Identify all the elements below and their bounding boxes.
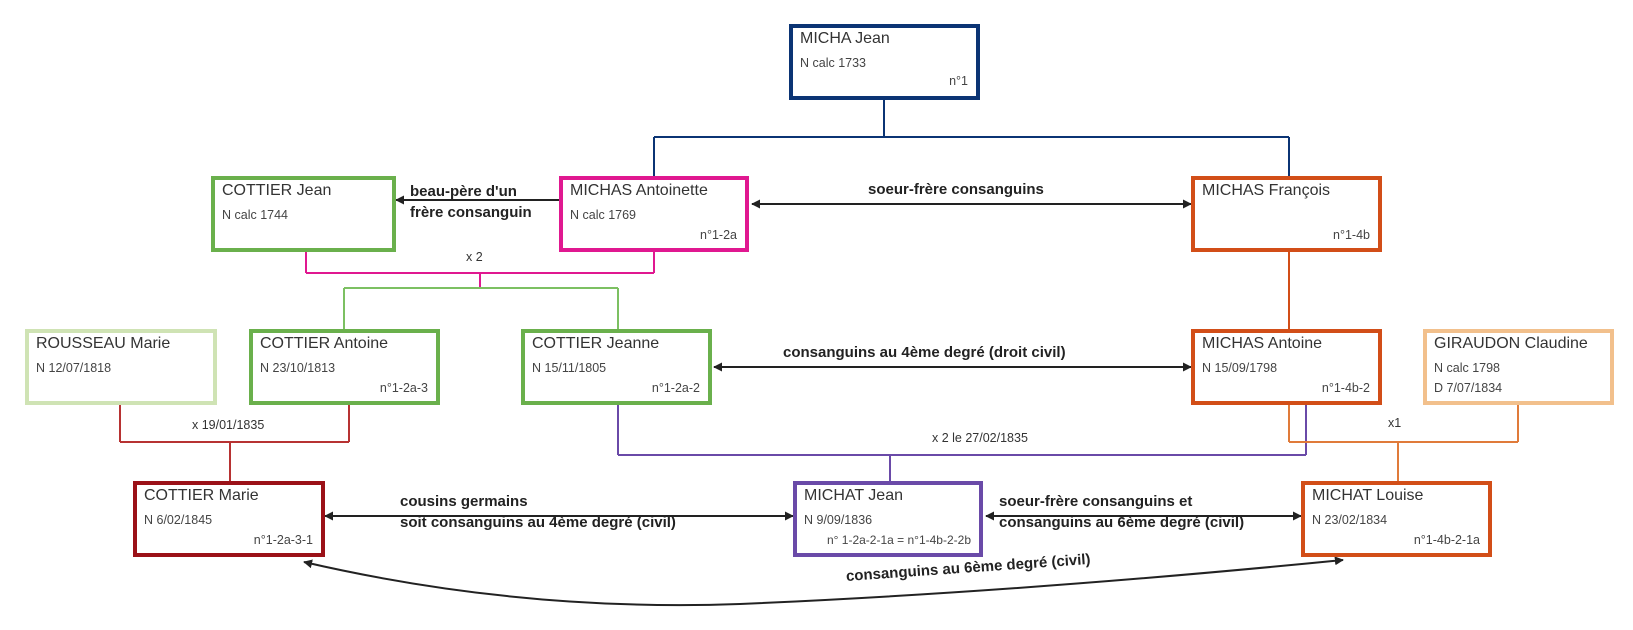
person-ref: n° 1-2a-2-1a = n°1-4b-2-2b (826, 533, 971, 547)
person-name: MICHAS François (1202, 182, 1331, 199)
person-michas-antoine: MICHAS Antoine N 15/09/1798 n°1-4b-2 (1191, 329, 1382, 405)
person-birth: N calc 1798 (1434, 361, 1501, 375)
person-birth: N 23/10/1813 (260, 361, 336, 375)
person-birth: N calc 1744 (222, 208, 289, 222)
marriage-label-antoine-giraudon: x1 (1388, 416, 1402, 430)
person-michas-francois: MICHAS François n°1-4b (1191, 176, 1382, 252)
relation-label-soeur-frere-6: soeur-frère consanguins et consanguins a… (999, 491, 1244, 533)
person-name: COTTIER Marie (144, 487, 259, 504)
person-birth: N 23/02/1834 (1312, 513, 1388, 527)
marriage-label-x2-cottier-michas: x 2 (466, 250, 483, 264)
connector-cottier-children (343, 287, 619, 329)
person-name: COTTIER Antoine (260, 335, 389, 352)
person-birth: N 9/09/1836 (804, 513, 873, 527)
person-cottier-jean: COTTIER Jean N calc 1744 (211, 176, 396, 252)
person-ref: n°1-4b-2-1a (1413, 533, 1480, 547)
person-ref: n°1-4b (1333, 228, 1370, 242)
person-ref: n°1-2a-3-1 (253, 533, 313, 547)
relation-label-line: consanguins au 6ème degré (civil) (999, 514, 1245, 531)
person-cottier-marie: COTTIER Marie N 6/02/1845 n°1-2a-3-1 (133, 481, 325, 557)
relation-label-line: cousins germains (400, 493, 528, 510)
person-name: MICHAS Antoine (1202, 335, 1323, 352)
connector-cottier-michas-marriage (305, 252, 655, 288)
person-name: COTTIER Jeanne (532, 335, 660, 352)
person-michat-louise: MICHAT Louise N 23/02/1834 n°1-4b-2-1a (1301, 481, 1492, 557)
person-name: COTTIER Jean (222, 182, 332, 199)
relation-label-soeur-frere: soeur-frère consanguins (868, 181, 1044, 198)
person-ref: n°1-2a-2 (651, 381, 700, 395)
relation-label-beau-pere: beau-père d'un frère consanguin (410, 181, 532, 223)
person-death: D 7/07/1834 (1434, 381, 1503, 395)
connector-rousseau-cottier-marriage (119, 405, 350, 481)
marriage-label-rousseau-cottier: x 19/01/1835 (192, 418, 265, 432)
person-name: GIRAUDON Claudine (1434, 335, 1588, 352)
person-micha-jean: MICHA Jean N calc 1733 n°1 (789, 24, 980, 100)
relation-label-line: frère consanguin (410, 204, 532, 221)
person-michat-jean: MICHAT Jean N 9/09/1836 n° 1-2a-2-1a = n… (793, 481, 983, 557)
arrow-consanguins-6 (303, 556, 1344, 607)
connector-micha-children (653, 100, 1290, 176)
person-rousseau-marie: ROUSSEAU Marie N 12/07/1818 (25, 329, 217, 405)
person-giraudon-claudine: GIRAUDON Claudine N calc 1798 D 7/07/183… (1423, 329, 1614, 405)
person-birth: N 6/02/1845 (144, 513, 213, 527)
person-ref: n°1-2a (700, 228, 737, 242)
relation-label-line: soeur-frère consanguins et (999, 493, 1193, 510)
person-birth: N calc 1769 (570, 208, 637, 222)
person-name: MICHAT Louise (1312, 487, 1424, 504)
person-michas-antoinette: MICHAS Antoinette N calc 1769 n°1-2a (559, 176, 749, 252)
person-name: ROUSSEAU Marie (36, 335, 171, 352)
person-name: MICHA Jean (800, 30, 890, 47)
connector-jeanne-antoine-marriage (617, 405, 1307, 481)
person-ref: n°1-2a-3 (379, 381, 428, 395)
person-name: MICHAT Jean (804, 487, 903, 504)
person-birth: N 15/11/1805 (532, 361, 607, 375)
relation-label-cousins: cousins germains soit consanguins au 4èm… (400, 491, 676, 533)
person-birth: N calc 1733 (800, 56, 867, 70)
person-name: MICHAS Antoinette (570, 182, 708, 199)
person-cottier-jeanne: COTTIER Jeanne N 15/11/1805 n°1-2a-2 (521, 329, 712, 405)
person-birth: N 12/07/1818 (36, 361, 112, 375)
marriage-label-jeanne-antoine: x 2 le 27/02/1835 (932, 431, 1028, 445)
person-birth: N 15/09/1798 (1202, 361, 1278, 375)
person-cottier-antoine: COTTIER Antoine N 23/10/1813 n°1-2a-3 (249, 329, 440, 405)
connector-antoine-giraudon-marriage (1288, 405, 1519, 481)
person-ref: n°1 (949, 74, 968, 88)
relation-label-consanguins-4: consanguins au 4ème degré (droit civil) (783, 344, 1066, 361)
relation-label-line: soit consanguins au 4ème degré (civil) (400, 514, 676, 531)
person-ref: n°1-4b-2 (1321, 381, 1370, 395)
relation-label-line: beau-père d'un (410, 183, 517, 200)
